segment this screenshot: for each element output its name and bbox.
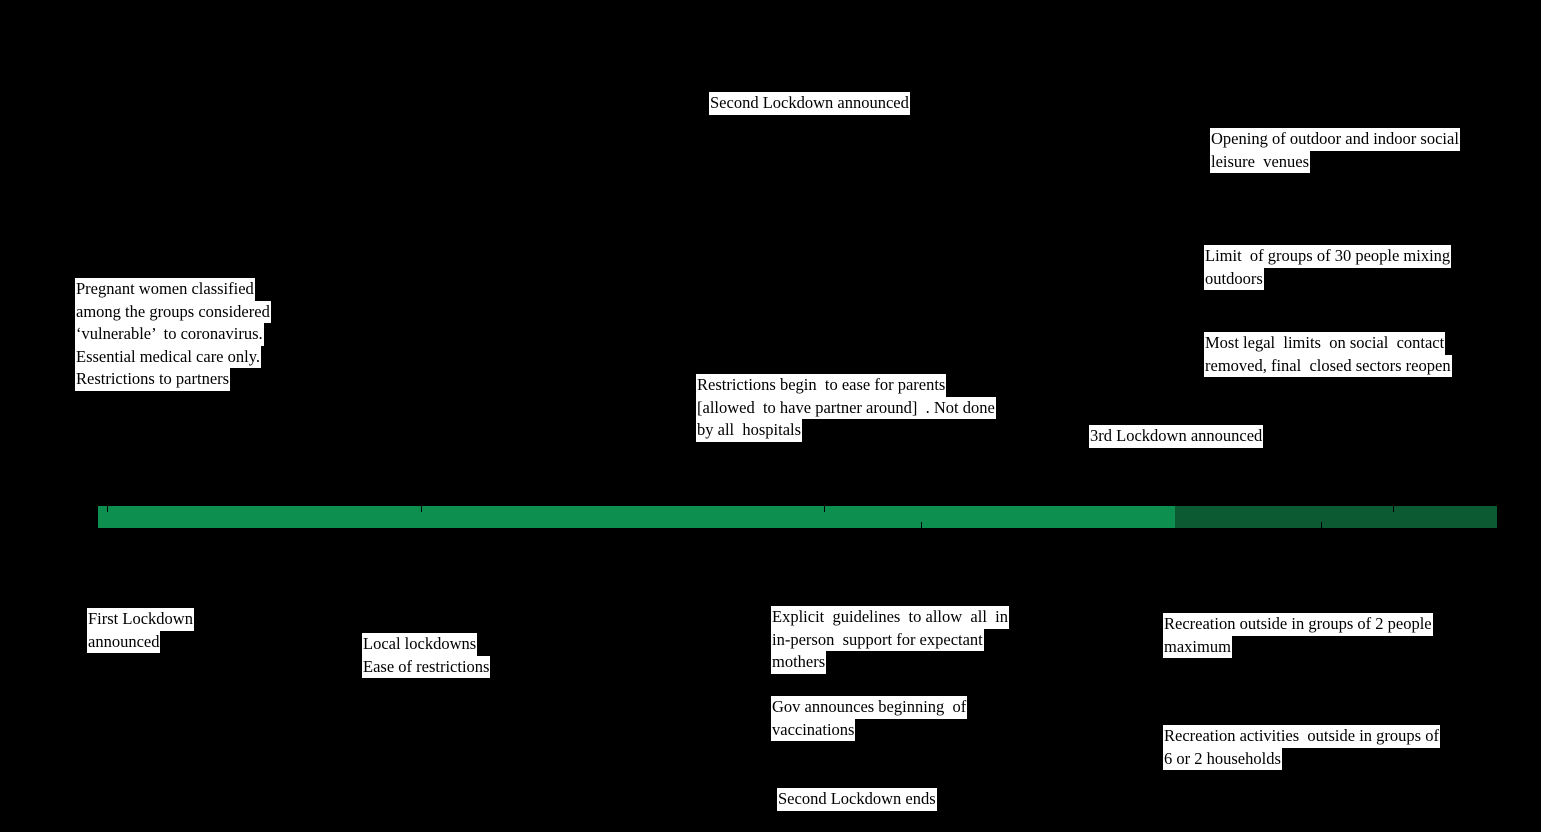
event-text-line: 6 or 2 households xyxy=(1163,747,1282,770)
event-second-lockdown-announced: Second Lockdown announced xyxy=(709,92,910,115)
event-text-line: mothers xyxy=(771,651,827,674)
event-text-line: Restrictions begin to ease for parents xyxy=(696,374,947,397)
timeline-tick xyxy=(107,506,108,512)
event-pregnant-women-vulnerable: Pregnant women classified among the grou… xyxy=(75,278,271,391)
event-text-line: Limit of groups of 30 people mixing xyxy=(1204,245,1452,268)
event-text-line: removed, final closed sectors reopen xyxy=(1204,354,1452,377)
event-text-line: Pregnant women classified xyxy=(75,278,255,301)
event-text-line: ‘vulnerable’ to coronavirus. xyxy=(75,323,264,346)
event-opening-venues: Opening of outdoor and indoor social lei… xyxy=(1210,128,1460,173)
event-text-line: Recreation outside in groups of 2 people xyxy=(1163,613,1433,636)
timeline-segment-2020 xyxy=(98,506,1176,528)
event-text-line: Opening of outdoor and indoor social xyxy=(1210,128,1460,151)
event-text-line: Gov announces beginning of xyxy=(771,696,968,719)
event-text-line: Ease of restrictions xyxy=(362,655,491,678)
timeline-tick xyxy=(1393,506,1394,512)
event-vaccinations: Gov announces beginning of vaccinations xyxy=(771,696,968,741)
event-second-lockdown-ends: Second Lockdown ends xyxy=(777,788,937,811)
event-text-line: Essential medical care only. xyxy=(75,345,262,368)
event-text-line: Second Lockdown ends xyxy=(777,788,937,811)
event-first-lockdown: First Lockdown announced xyxy=(87,608,194,653)
event-text-line: Recreation activities outside in groups … xyxy=(1163,725,1440,748)
timeline-tick xyxy=(421,506,422,512)
timeline-tick xyxy=(921,522,922,528)
timeline-tick xyxy=(1321,522,1322,528)
event-text-line: [allowed to have partner around] . Not d… xyxy=(696,396,996,419)
event-explicit-guidelines: Explicit guidelines to allow all in in-p… xyxy=(771,606,1010,674)
event-local-lockdowns: Local lockdowns Ease of restrictions xyxy=(362,633,491,678)
timeline-segment-2021 xyxy=(1175,506,1497,528)
event-text-line: vaccinations xyxy=(771,718,856,741)
event-text-line: among the groups considered xyxy=(75,300,271,323)
timeline-bar xyxy=(98,506,1497,528)
event-legal-limits-removed: Most legal limits on social contact remo… xyxy=(1204,332,1452,377)
event-text-line: First Lockdown xyxy=(87,608,194,631)
event-restrictions-ease-parents: Restrictions begin to ease for parents [… xyxy=(696,374,996,442)
event-third-lockdown-announced: 3rd Lockdown announced xyxy=(1089,425,1264,448)
event-text-line: outdoors xyxy=(1204,267,1264,290)
event-text-line: maximum xyxy=(1163,635,1232,658)
event-text-line: 3rd Lockdown announced xyxy=(1089,425,1264,448)
event-text-line: Most legal limits on social contact xyxy=(1204,332,1446,355)
event-recreation-6-people: Recreation activities outside in groups … xyxy=(1163,725,1440,770)
event-text-line: announced xyxy=(87,630,161,653)
event-limit-30-people: Limit of groups of 30 people mixing outd… xyxy=(1204,245,1452,290)
event-text-line: Second Lockdown announced xyxy=(709,92,910,115)
event-text-line: leisure venues xyxy=(1210,150,1311,173)
event-text-line: Restrictions to partners xyxy=(75,368,231,391)
event-text-line: in-person support for expectant xyxy=(771,628,984,651)
event-recreation-2-people: Recreation outside in groups of 2 people… xyxy=(1163,613,1433,658)
timeline-tick xyxy=(824,506,825,512)
event-text-line: by all hospitals xyxy=(696,419,803,442)
event-text-line: Local lockdowns xyxy=(362,633,478,656)
event-text-line: Explicit guidelines to allow all in xyxy=(771,606,1010,629)
